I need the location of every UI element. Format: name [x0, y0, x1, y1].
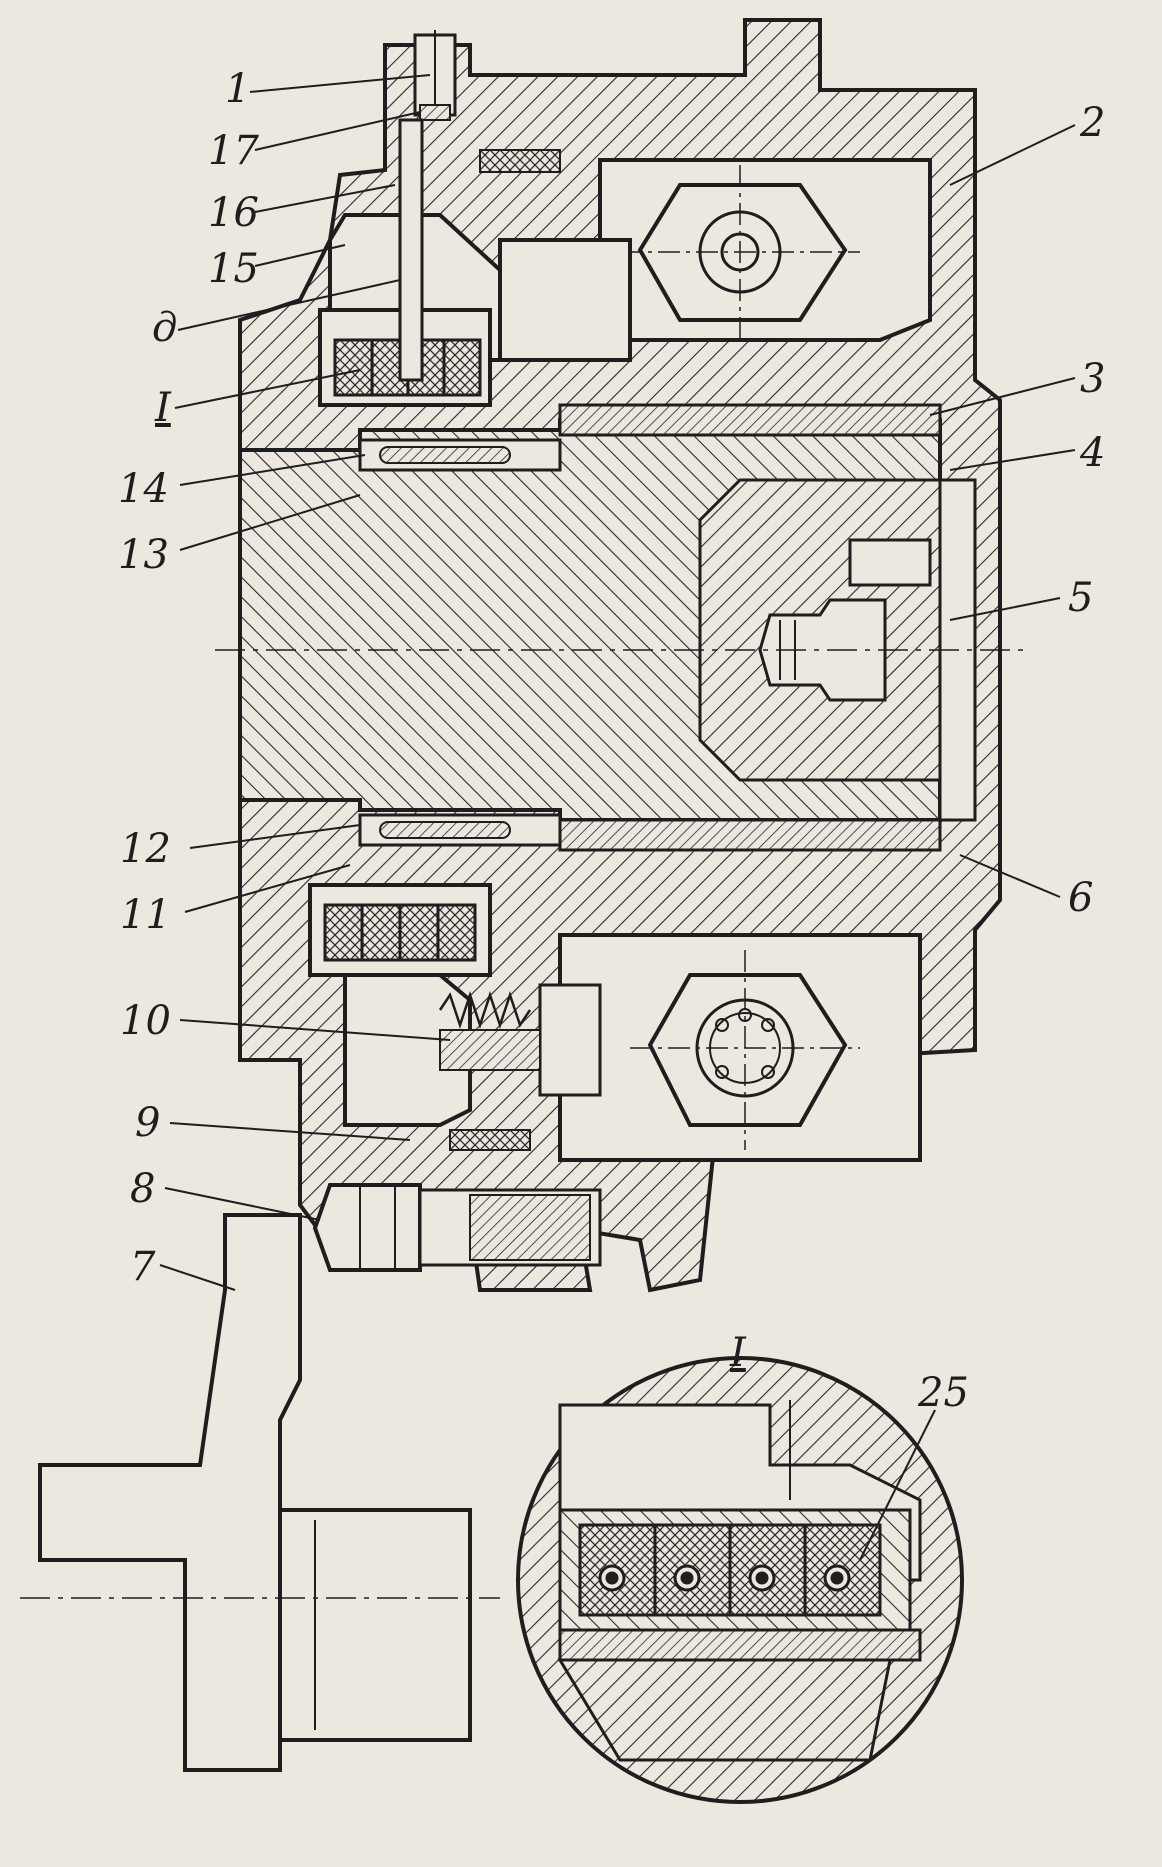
- callout-10: 10: [120, 998, 171, 1044]
- callout-14: 14: [118, 466, 169, 512]
- callout-25: 25: [918, 1370, 969, 1416]
- callout-3: 3: [1080, 356, 1106, 402]
- callout-d: д: [152, 305, 178, 351]
- callout-16: 16: [208, 190, 259, 236]
- relief-valve-spring: [438, 991, 532, 1029]
- callout-4: 4: [1080, 430, 1106, 476]
- callout-5: 5: [1068, 575, 1094, 621]
- callout-1: 1: [225, 66, 251, 112]
- callout-7: 7: [130, 1244, 156, 1290]
- detail-seal-rings: [578, 1523, 882, 1617]
- callout-2: 2: [1080, 100, 1106, 146]
- drain-plug: [312, 1183, 422, 1272]
- callout-17: 17: [208, 128, 259, 174]
- mounting-bracket: [38, 1213, 302, 1772]
- callout-I: I: [155, 385, 171, 431]
- callout-9: 9: [135, 1100, 161, 1146]
- detail-title-I: I: [730, 1330, 746, 1376]
- callout-11: 11: [120, 892, 171, 938]
- callout-15: 15: [208, 246, 259, 292]
- callout-12: 12: [120, 826, 171, 872]
- leader-lines: [159, 74, 1076, 1561]
- callout-13: 13: [118, 532, 169, 578]
- callout-8: 8: [130, 1166, 156, 1212]
- shaft-end-plug: [758, 598, 887, 702]
- callout-6: 6: [1068, 875, 1094, 921]
